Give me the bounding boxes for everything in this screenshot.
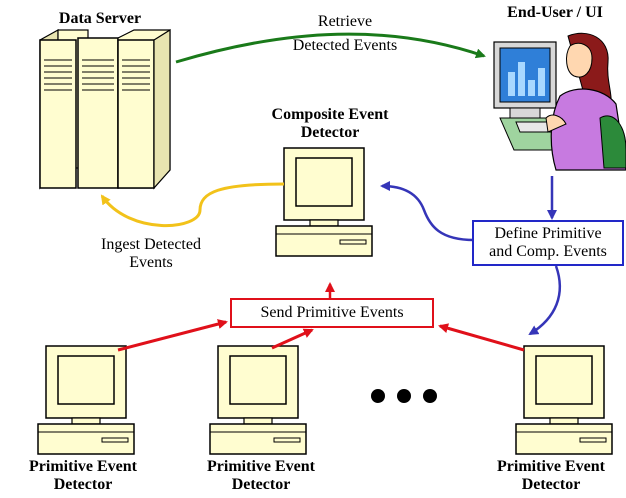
desktop-computer-icon (275, 147, 373, 257)
define-arrow-to-composite (380, 181, 475, 242)
user-at-computer-icon (493, 32, 626, 171)
data-server-label: Data Server (58, 10, 142, 27)
composite-label-line1: Composite Event (271, 106, 389, 123)
ingest-label-line2: Events (129, 254, 173, 271)
desktop-computer-icon (209, 345, 307, 455)
composite-label-line2: Detector (300, 124, 360, 141)
retrieve-arrow (175, 32, 486, 64)
send-arrow-from-3 (438, 323, 525, 352)
ellipsis-dots-icon (371, 389, 437, 403)
primitive-detector-2-label-line1: Primitive Event (207, 458, 315, 475)
send-primitive-label: Send Primitive Events (260, 304, 404, 321)
define-label-line2: and Comp. Events (489, 243, 607, 260)
define-arrow-to-primitive (528, 265, 561, 336)
define-label-line1: Define Primitive (494, 225, 602, 242)
desktop-computer-icon (37, 345, 135, 455)
send-arrow-from-2 (271, 328, 314, 350)
ingest-arrow (100, 182, 285, 227)
primitive-detector-1-label-line2: Detector (53, 476, 113, 493)
primitive-detector-1-label-line1: Primitive Event (29, 458, 137, 475)
retrieve-label-line2: Detected Events (292, 37, 398, 54)
define-events-box: Define Primitive and Comp. Events (472, 220, 624, 266)
server-rack-icon (39, 28, 171, 190)
primitive-detector-2-label-line2: Detector (231, 476, 291, 493)
primitive-detector-3-label-line1: Primitive Event (497, 458, 605, 475)
send-arrow-from-1 (117, 319, 228, 352)
end-user-label: End-User / UI (507, 4, 603, 21)
ingest-label-line1: Ingest Detected (101, 236, 201, 253)
desktop-computer-icon (515, 345, 613, 455)
primitive-detector-3-label-line2: Detector (521, 476, 581, 493)
retrieve-label-line1: Retrieve (317, 13, 373, 30)
send-primitive-events-box: Send Primitive Events (230, 298, 434, 328)
